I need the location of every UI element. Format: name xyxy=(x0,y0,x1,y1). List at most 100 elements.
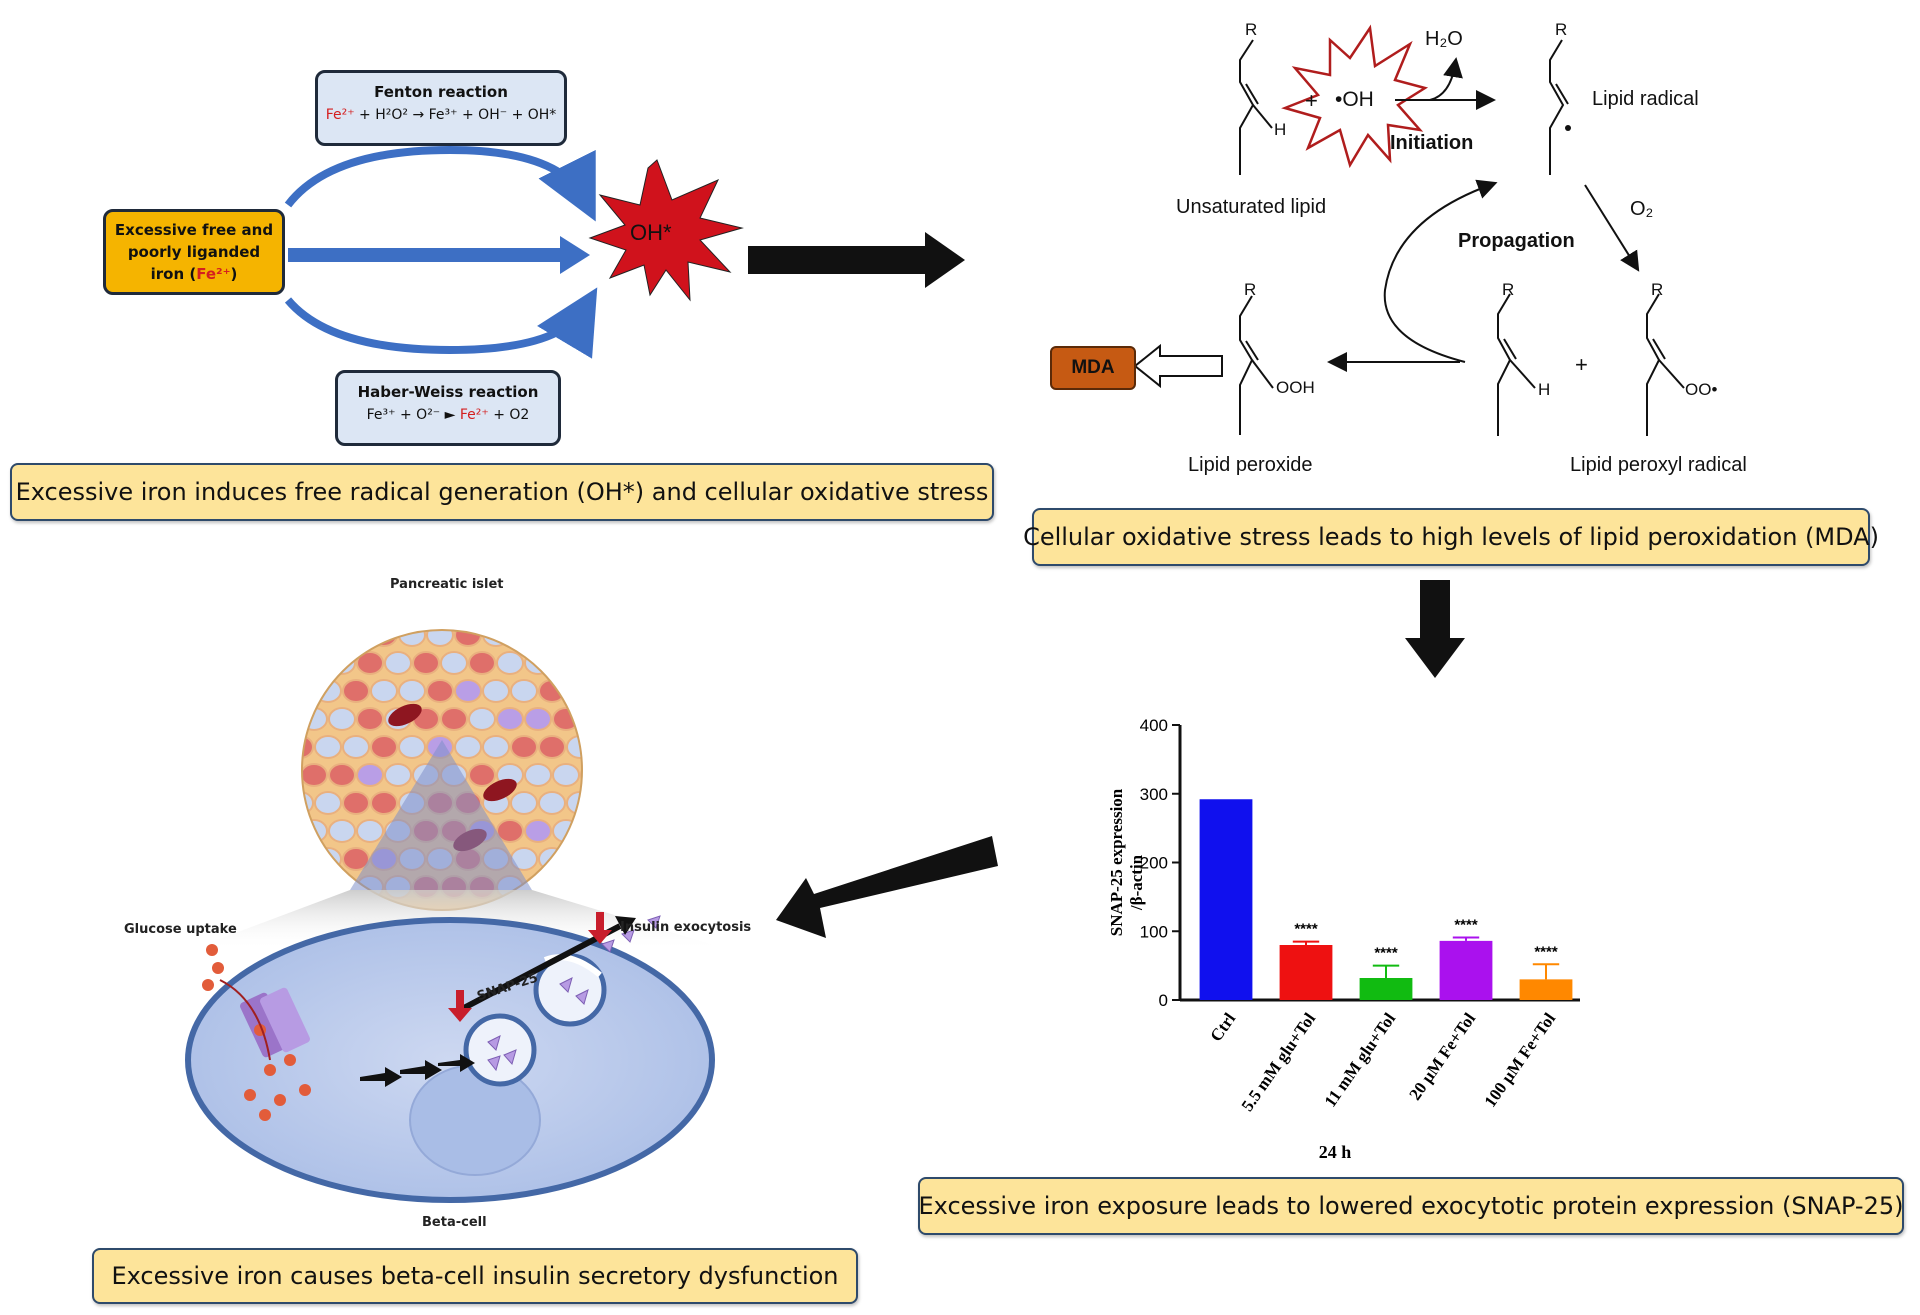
bar-3 xyxy=(1439,940,1493,1000)
islet-cell xyxy=(496,707,524,731)
y-tick-label: 300 xyxy=(1140,785,1168,804)
islet-cell xyxy=(328,819,356,843)
lipid-peroxyl-radical-label: Lipid peroxyl radical xyxy=(1570,454,1747,476)
lipid-peroxidation-graphic xyxy=(1133,24,1685,436)
islet-cell xyxy=(370,735,398,759)
x-tick-label-2: 11 mM glu+Tol xyxy=(1321,1009,1400,1110)
islet-cell xyxy=(510,735,538,759)
lipid-peroxide-label: Lipid peroxide xyxy=(1188,454,1313,476)
islet-cell xyxy=(426,679,454,703)
significance-3: **** xyxy=(1454,916,1478,933)
islet-cell xyxy=(384,651,412,675)
beta-cell-graphic xyxy=(185,629,730,1203)
islet-cell xyxy=(580,763,582,787)
islet-cell xyxy=(342,679,370,703)
x-tick-label-1: 5.5 mM glu+Tol xyxy=(1238,1009,1320,1115)
unsaturated-lipid-label: Unsaturated lipid xyxy=(1176,196,1327,218)
iron-box-line2: poorly liganded xyxy=(127,243,261,261)
islet-cell xyxy=(524,707,552,731)
islet-cell xyxy=(580,875,582,899)
islet-cell xyxy=(302,651,328,675)
islet-cell xyxy=(314,630,342,647)
unsat-lipid-H: H xyxy=(1274,120,1287,139)
lipid-peroxide-R: R xyxy=(1244,280,1257,299)
islet-cell xyxy=(538,630,566,647)
haber-weiss-reaction-box: Haber-Weiss reaction Fe³⁺ + O²⁻ ► Fe²⁺ +… xyxy=(335,370,561,446)
bar-1 xyxy=(1279,945,1333,1000)
iron-box: Excessive free and poorly liganded iron … xyxy=(103,209,285,295)
islet-cell xyxy=(356,819,384,843)
islet-cell xyxy=(314,791,342,815)
islet-cell xyxy=(482,735,510,759)
islet-cell xyxy=(328,763,356,787)
islet-cell xyxy=(468,763,496,787)
fenton-equation: Fe²⁺ + H²O² → Fe³⁺ + OH⁻ + OH* xyxy=(318,107,564,123)
insulin-exocytosis-label: Insulin exocytosis xyxy=(620,920,752,935)
caption-beta-cell: Excessive iron causes beta-cell insulin … xyxy=(92,1248,858,1304)
beta-cell-label: Beta-cell xyxy=(422,1215,487,1230)
islet-cell xyxy=(566,679,582,703)
y-tick-label: 0 xyxy=(1159,991,1168,1010)
down-arrow-icon xyxy=(1405,580,1465,678)
lipid-h-R: R xyxy=(1502,280,1515,299)
fenton-fe2: Fe²⁺ xyxy=(325,107,355,123)
fenton-title: Fenton reaction xyxy=(374,83,508,101)
islet-cell xyxy=(468,651,496,675)
bar-0 xyxy=(1199,799,1253,1000)
hydroxyl-radical-label: •OH xyxy=(1335,88,1374,111)
islet-cell xyxy=(302,763,328,787)
y-tick-label: 400 xyxy=(1140,716,1168,735)
islet-cell xyxy=(468,707,496,731)
fenton-eq-rest: + H²O² → Fe³⁺ + OH⁻ + OH* xyxy=(354,107,557,123)
fenton-reaction-box: Fenton reaction Fe²⁺ + H²O² → Fe³⁺ + OH⁻… xyxy=(315,70,567,146)
x-axis-label: 24 h xyxy=(1319,1142,1352,1162)
haber-weiss-title: Haber-Weiss reaction xyxy=(357,383,539,401)
islet-cell xyxy=(426,630,454,647)
islet-cell xyxy=(552,875,580,899)
islet-cell xyxy=(580,707,582,731)
y-tick-label: 100 xyxy=(1140,922,1168,941)
islet-cell xyxy=(566,630,582,647)
caption-lipid-peroxidation: Cellular oxidative stress leads to high … xyxy=(1023,508,1879,566)
islet-cell xyxy=(356,707,384,731)
fenton-arrows-graphic xyxy=(284,145,965,359)
islet-cell xyxy=(496,819,524,843)
islet-cell xyxy=(482,679,510,703)
red-blood-cell xyxy=(388,703,422,727)
propagation-plus: + xyxy=(1575,352,1588,377)
glucose-uptake-label: Glucose uptake xyxy=(124,922,237,937)
islet-cell xyxy=(552,651,580,675)
islet-cell xyxy=(370,679,398,703)
islet-cell xyxy=(510,791,538,815)
islet-cell xyxy=(328,707,356,731)
caption-iron-radical: Excessive iron induces free radical gene… xyxy=(10,463,994,521)
y-axis-label-line2: /β-actin xyxy=(1127,854,1146,911)
islet-cell xyxy=(302,630,314,647)
initiation-label: Initiation xyxy=(1390,132,1474,154)
y-tick-label: 200 xyxy=(1140,854,1168,873)
islet-cell xyxy=(342,630,370,647)
islet-cell xyxy=(580,651,582,675)
islet-cell xyxy=(482,630,510,647)
bar-2 xyxy=(1359,978,1413,1000)
lipid-peroxyl-R: R xyxy=(1651,280,1664,299)
islet-cell xyxy=(314,735,342,759)
significance-4: **** xyxy=(1534,943,1558,960)
x-tick-label-4: 100 μM Fe+Tol xyxy=(1480,1009,1559,1110)
oo-radical-label: OO• xyxy=(1685,380,1718,399)
hydroxyl-starburst-icon xyxy=(1281,24,1429,169)
islet-cell xyxy=(302,791,314,815)
islet-cell xyxy=(398,735,426,759)
islet-cell xyxy=(524,819,552,843)
islet-cell xyxy=(454,735,482,759)
initiation-plus: + xyxy=(1305,88,1318,113)
propagation-label: Propagation xyxy=(1458,230,1575,252)
islet-cell xyxy=(398,679,426,703)
lower-curved-arrow xyxy=(284,287,598,359)
x-tick-label-0: Ctrl xyxy=(1206,1009,1239,1045)
lipid-h-H: H xyxy=(1538,380,1551,399)
islet-cell xyxy=(302,679,314,703)
islet-cell xyxy=(356,763,384,787)
caption-snap25: Excessive iron exposure leads to lowered… xyxy=(918,1177,1904,1235)
islet-cell xyxy=(412,651,440,675)
